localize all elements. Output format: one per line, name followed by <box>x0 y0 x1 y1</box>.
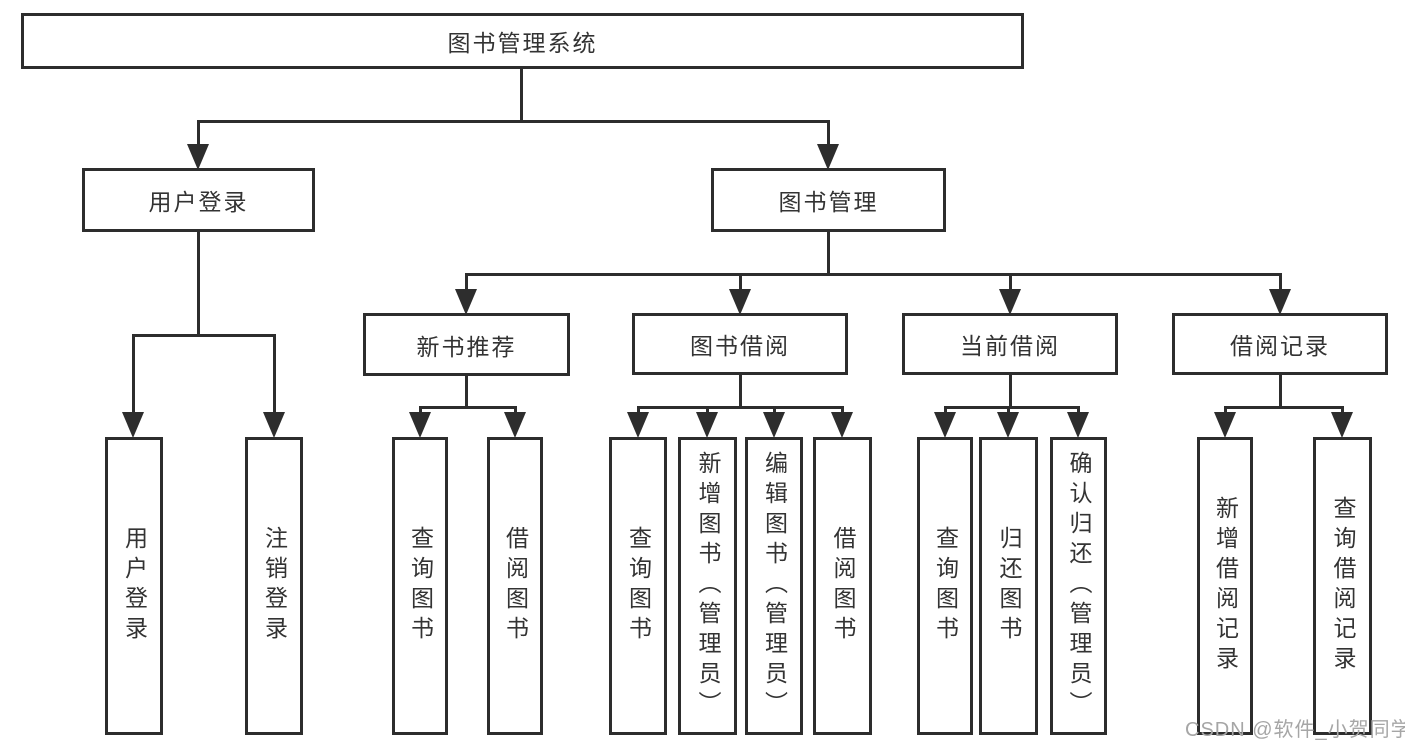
arrowhead-new-book <box>455 289 477 315</box>
connector-login-leaf1-drop <box>132 334 135 418</box>
node-book-borrow: 图书借阅 <box>632 313 848 375</box>
connector-nb-bar <box>419 406 517 409</box>
leaf-query-books-borrow: 查询图书 <box>609 437 667 735</box>
connector-br-drop <box>1279 273 1282 295</box>
arrowhead-mgmt <box>817 144 839 170</box>
leaf-add-borrow-record: 新增借阅记录 <box>1197 437 1253 735</box>
connector-root-stem <box>520 69 523 122</box>
leaf-borrow-books: 借阅图书 <box>813 437 872 735</box>
leaf-query-books-recommend: 查询图书 <box>392 437 448 735</box>
connector-cb-bar <box>944 406 1080 409</box>
connector-bb-bar <box>637 406 844 409</box>
connector-cb-stem <box>1009 375 1012 409</box>
connector-root-bar <box>197 120 830 123</box>
node-current-borrow: 当前借阅 <box>902 313 1118 375</box>
arrowhead-nb-leaf2 <box>504 412 526 438</box>
arrowhead-cb-leaf3 <box>1067 412 1089 438</box>
arrowhead-nb-leaf1 <box>409 412 431 438</box>
connector-login-bar <box>132 334 276 337</box>
csdn-watermark: CSDN @软件_小贺同学 <box>1185 719 1405 741</box>
connector-mgmt-drop <box>827 120 830 150</box>
arrowhead-borrow-record <box>1269 289 1291 315</box>
connector-mgmt-stem <box>827 232 830 275</box>
connector-nb-drop <box>465 273 468 295</box>
arrowhead-login-leaf2 <box>263 412 285 438</box>
connector-mgmt-bar <box>465 273 1282 276</box>
connector-bb-drop <box>739 273 742 295</box>
node-borrow-records: 借阅记录 <box>1172 313 1388 375</box>
connector-login-drop <box>197 120 200 150</box>
arrowhead-login <box>187 144 209 170</box>
leaf-borrow-books-recommend: 借阅图书 <box>487 437 543 735</box>
leaf-edit-books-admin: 编辑图书（管理员） <box>745 437 803 735</box>
connector-br-bar <box>1224 406 1344 409</box>
connector-cb-drop <box>1009 273 1012 295</box>
connector-nb-stem <box>465 376 468 409</box>
node-book-management: 图书管理 <box>711 168 946 232</box>
arrowhead-cb-leaf1 <box>934 412 956 438</box>
arrowhead-login-leaf1 <box>122 412 144 438</box>
node-new-book-recommend: 新书推荐 <box>363 313 570 376</box>
arrowhead-br-leaf1 <box>1214 412 1236 438</box>
leaf-logout: 注销登录 <box>245 437 303 735</box>
connector-login-leaf2-drop <box>273 334 276 418</box>
connector-br-stem <box>1279 375 1282 409</box>
arrowhead-current-borrow <box>999 289 1021 315</box>
leaf-return-books: 归还图书 <box>979 437 1038 735</box>
arrowhead-br-leaf2 <box>1331 412 1353 438</box>
leaf-user-login: 用户登录 <box>105 437 163 735</box>
arrowhead-book-borrow <box>729 289 751 315</box>
arrowhead-bb-leaf2 <box>696 412 718 438</box>
leaf-query-borrow-record: 查询借阅记录 <box>1313 437 1372 735</box>
connector-bb-stem <box>739 375 742 409</box>
arrowhead-bb-leaf4 <box>831 412 853 438</box>
node-root-system: 图书管理系统 <box>21 13 1024 69</box>
leaf-add-books-admin: 新增图书（管理员） <box>678 437 737 735</box>
arrowhead-cb-leaf2 <box>997 412 1019 438</box>
node-user-login: 用户登录 <box>82 168 315 232</box>
leaf-confirm-return-admin: 确认归还（管理员） <box>1050 437 1107 735</box>
arrowhead-bb-leaf3 <box>763 412 785 438</box>
connector-login-stem <box>197 232 200 337</box>
leaf-query-books-current: 查询图书 <box>917 437 973 735</box>
arrowhead-bb-leaf1 <box>627 412 649 438</box>
